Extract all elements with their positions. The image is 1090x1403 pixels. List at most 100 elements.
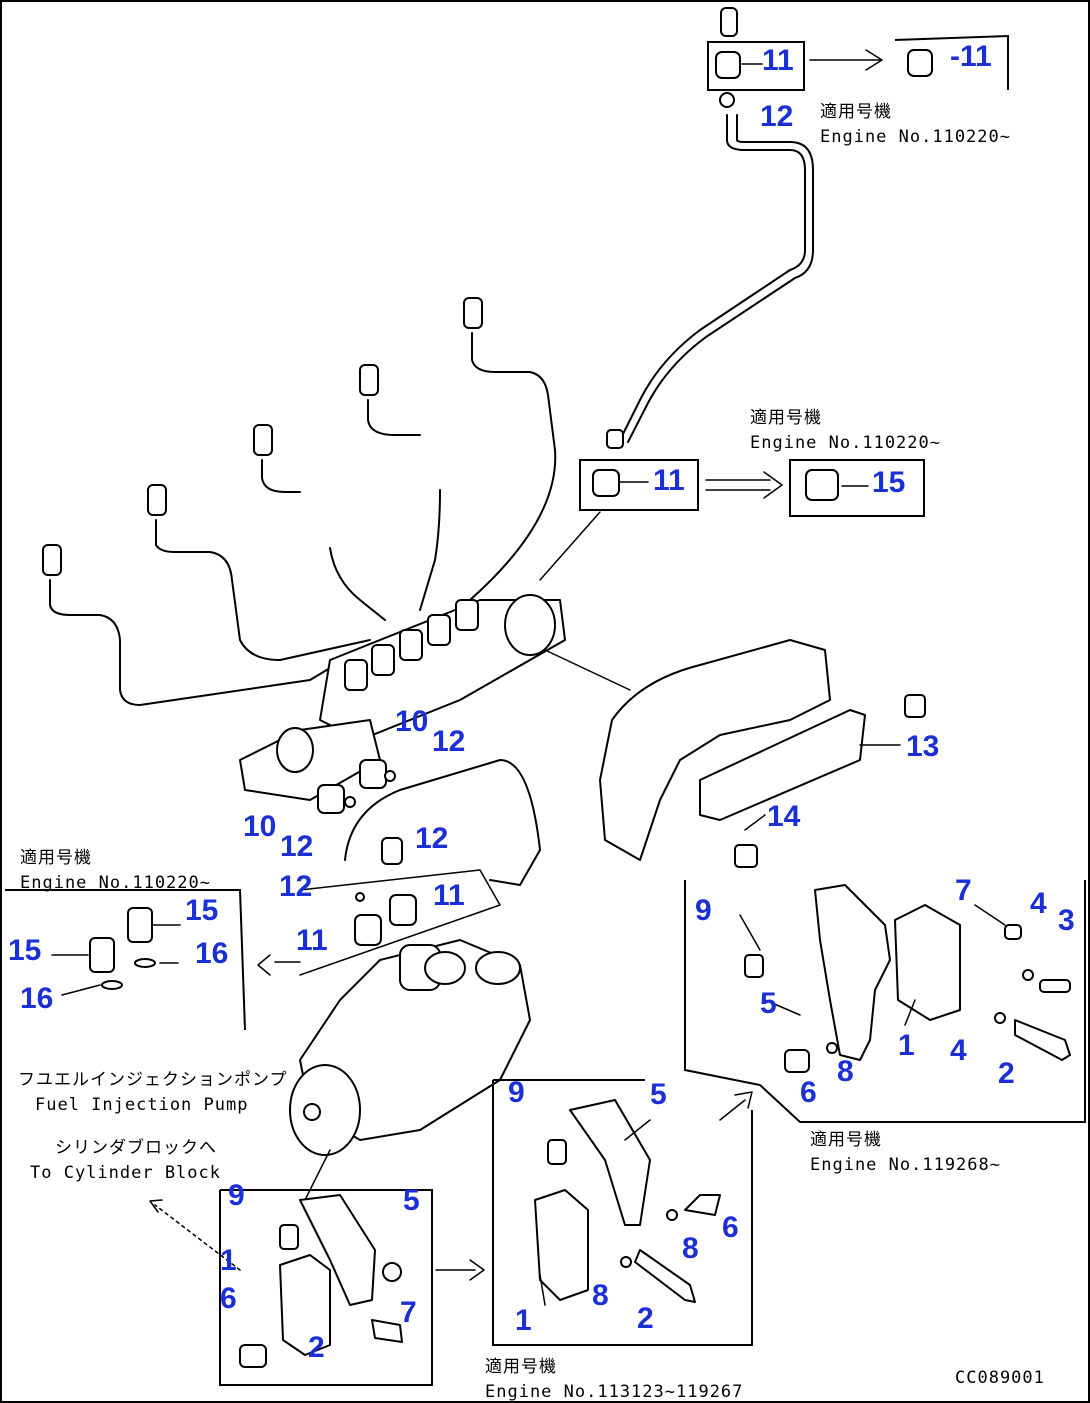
note-right-jp: 適用号機 xyxy=(810,1130,882,1150)
fitting-15a xyxy=(89,937,115,973)
pump-body xyxy=(289,939,531,1201)
leader xyxy=(624,1119,651,1141)
bracket-1-right xyxy=(894,904,961,1021)
fitting-11b xyxy=(389,894,417,926)
bolt-14 xyxy=(734,844,758,868)
mid-bracket-frame xyxy=(492,1080,753,1346)
fitting-11-alt xyxy=(907,49,933,77)
callout-11b: 11 xyxy=(433,879,465,912)
fitting-11-mid xyxy=(592,469,620,497)
note-top-jp: 適用号機 xyxy=(820,102,892,122)
bolt-3-right xyxy=(1039,979,1071,993)
leader-to-mount xyxy=(304,1149,331,1201)
callout-6-left: 6 xyxy=(220,1282,237,1315)
callout-15-mid: 15 xyxy=(872,466,905,499)
callout-9-right: 9 xyxy=(695,894,712,927)
fitting-11-top xyxy=(715,51,741,79)
bolt-6-mid xyxy=(684,1194,721,1216)
note-pump-jp: フユエルインジェクションポンプ xyxy=(18,1070,288,1090)
leader xyxy=(61,984,101,996)
delivery-valve-2 xyxy=(371,644,395,676)
note-right-en: Engine No.119268~ xyxy=(810,1155,1001,1175)
fitting-10a xyxy=(359,759,387,789)
arrow-head xyxy=(865,49,883,71)
note-left-en: Engine No.110220~ xyxy=(20,873,211,893)
callout-3-right: 3 xyxy=(1058,904,1075,937)
note-block-en: To Cylinder Block xyxy=(30,1163,221,1183)
callout-11-top: 11 xyxy=(762,44,794,77)
leader xyxy=(744,814,766,831)
note-bottom-en: Engine No.113123~119267 xyxy=(485,1382,743,1402)
drawing-code: CC089001 xyxy=(955,1368,1045,1388)
callout-8a-mid: 8 xyxy=(682,1232,699,1265)
pump-head xyxy=(239,594,631,801)
delivery-valve-4 xyxy=(427,614,451,646)
bracket-5-mid xyxy=(569,1099,651,1226)
nozzle-tip xyxy=(720,7,738,37)
callout-1-left: 1 xyxy=(220,1244,237,1277)
fitting-11a xyxy=(354,914,382,946)
callout-5-mid: 5 xyxy=(650,1078,667,1111)
note-pump-en: Fuel Injection Pump xyxy=(35,1095,248,1115)
callout-16-left-a: 16 xyxy=(195,937,228,970)
callout-12a: 12 xyxy=(432,725,465,758)
note-top-en: Engine No.110220~ xyxy=(820,127,1011,147)
callout-5-left: 5 xyxy=(403,1184,420,1217)
arrow-head xyxy=(469,1259,485,1281)
washer-7-right xyxy=(1004,924,1022,940)
callout-11-top-alt: -11 xyxy=(950,40,992,73)
callout-6-mid: 6 xyxy=(722,1211,739,1244)
bolt-6-left xyxy=(239,1344,267,1368)
alt-15-box xyxy=(789,459,925,517)
callout-4b-right: 4 xyxy=(950,1034,967,1067)
callout-12c: 12 xyxy=(415,822,448,855)
washer-8b-mid xyxy=(620,1256,632,1268)
mid-fitting-group xyxy=(539,429,925,581)
callout-10a: 10 xyxy=(395,705,428,738)
mid-fitting-box xyxy=(579,459,699,511)
leader-to-pump xyxy=(539,511,601,581)
arrow-head xyxy=(149,1199,163,1213)
callout-12-top: 12 xyxy=(760,100,793,133)
nozzle-2 xyxy=(147,484,167,516)
callout-9-mid: 9 xyxy=(508,1076,525,1109)
pipe-4b xyxy=(419,489,441,611)
washer-8-right xyxy=(826,1042,838,1054)
bracket-1-mid xyxy=(534,1189,589,1301)
callout-1-mid: 1 xyxy=(515,1304,532,1337)
pipe-3b xyxy=(329,547,386,621)
pipe-4a xyxy=(367,399,421,436)
callout-16-left-b: 16 xyxy=(20,982,53,1015)
fitting-plane xyxy=(299,869,501,976)
callout-9-left: 9 xyxy=(228,1179,245,1212)
leader xyxy=(974,904,1006,926)
callout-14: 14 xyxy=(767,800,801,833)
callout-12d: 12 xyxy=(279,870,312,903)
pipe-1 xyxy=(49,579,361,706)
washer-7-left xyxy=(382,1262,402,1282)
callout-5-right: 5 xyxy=(760,987,777,1020)
callout-12b: 12 xyxy=(280,830,313,863)
arrow-head xyxy=(763,471,783,499)
note-bottom-jp: 適用号機 xyxy=(485,1357,557,1377)
washer-12a xyxy=(384,770,396,782)
pipe-upper-outline xyxy=(627,114,814,443)
arrow-shaft xyxy=(719,1099,746,1121)
callout-10b: 10 xyxy=(243,810,276,843)
bolt-6-right xyxy=(784,1049,810,1073)
note-left-jp: 適用号機 xyxy=(20,848,92,868)
bolt-2-left xyxy=(371,1319,403,1343)
callout-2-mid: 2 xyxy=(637,1302,654,1335)
pump-shaft xyxy=(303,1103,321,1121)
pipe-5 xyxy=(469,332,557,601)
pump-head-body xyxy=(319,599,566,741)
nozzle-1 xyxy=(42,544,62,576)
fitting-10b xyxy=(317,784,345,814)
pipe-3a xyxy=(261,459,301,493)
washer-4b-right xyxy=(994,1012,1006,1024)
right-bracket-frame xyxy=(684,880,1086,1123)
note-block-jp: シリンダブロックへ xyxy=(55,1137,217,1158)
arrow-head xyxy=(734,1091,753,1109)
